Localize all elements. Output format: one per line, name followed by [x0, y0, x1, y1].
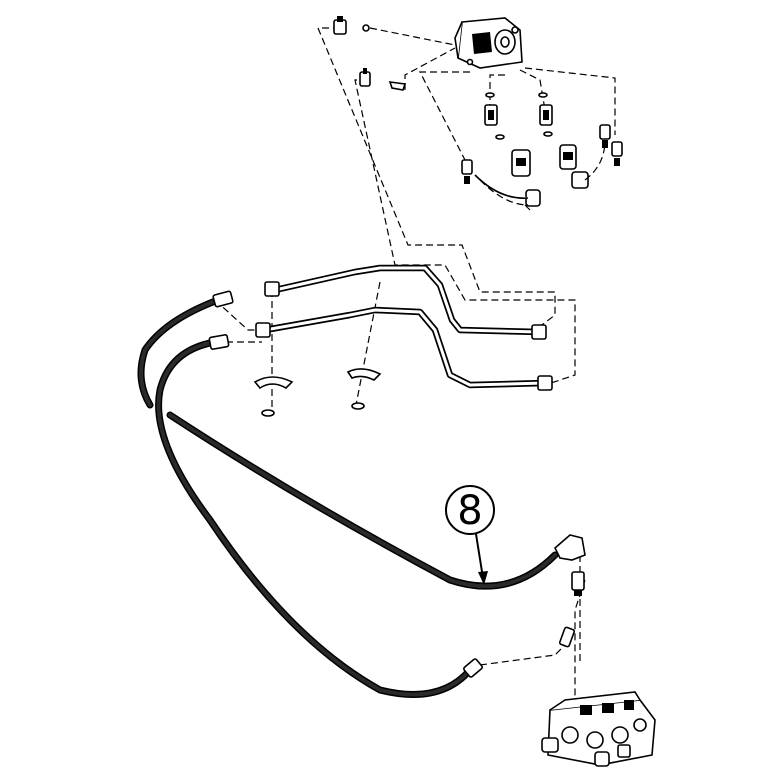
flexible-hoses [137, 296, 559, 698]
bottom-control-valve [541, 691, 656, 767]
callout-8: 8 [445, 485, 495, 585]
callout-leader [475, 533, 484, 579]
hose-fittings [208, 290, 586, 678]
control-valve-block [454, 17, 523, 69]
quick-couplers [461, 92, 623, 207]
top-fittings [333, 16, 407, 91]
tube-clamps [253, 368, 382, 417]
callout-circle [445, 485, 495, 535]
callout-arrowhead [478, 571, 488, 585]
steel-tubes [255, 264, 553, 391]
callout-label: 8 [457, 488, 482, 534]
